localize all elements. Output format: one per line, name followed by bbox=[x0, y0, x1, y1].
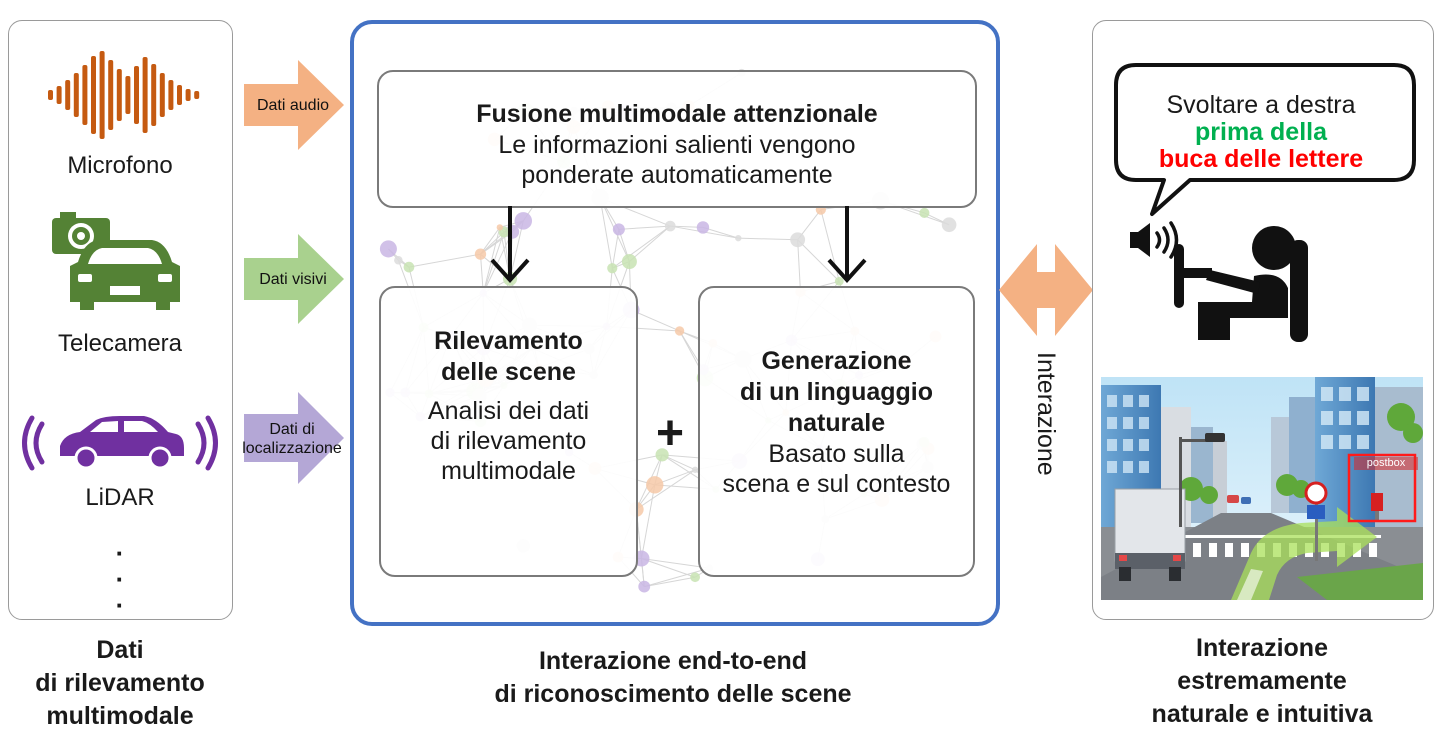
right-caption-line1: Interazione bbox=[1196, 634, 1328, 662]
audio-data-label: Dati audio bbox=[256, 97, 330, 114]
fusion-line2: ponderate automaticamente bbox=[521, 161, 833, 189]
language-line1: Basato sulla bbox=[768, 440, 905, 468]
fusion-title: Fusione multimodale attenzionale bbox=[476, 100, 878, 128]
location-data-label-line1: Dati di bbox=[269, 421, 315, 438]
visual-data-arrow bbox=[244, 234, 344, 324]
speech-text: Svoltare a destra prima della buca delle… bbox=[1120, 92, 1402, 173]
audio-data-arrow bbox=[244, 60, 344, 150]
interaction-double-arrow bbox=[999, 244, 1093, 336]
lidar-car-icon bbox=[22, 415, 218, 471]
speaker-icon bbox=[1130, 221, 1179, 259]
speech-line1: Svoltare a destra bbox=[1166, 91, 1356, 119]
scene-title-line1: Rilevamento bbox=[434, 327, 583, 355]
fusion-box: Fusione multimodale attenzionale Le info… bbox=[377, 70, 977, 208]
language-title-line3: naturale bbox=[787, 409, 886, 437]
camera-car-icon bbox=[52, 212, 180, 310]
center-caption-line2: di riconoscimento delle scene bbox=[494, 680, 852, 708]
language-generation-box: Generazione di un linguaggio naturale Ba… bbox=[698, 286, 975, 577]
left-caption-line1: Dati bbox=[96, 636, 144, 664]
lidar-label: LiDAR bbox=[85, 484, 155, 511]
location-data-label-line2: localizzazione bbox=[242, 440, 342, 457]
speech-line2: prima della bbox=[1195, 118, 1327, 146]
language-title-line2: di un linguaggio bbox=[739, 378, 934, 406]
language-title-line1: Generazione bbox=[761, 347, 912, 375]
fusion-to-language-arrow bbox=[827, 206, 867, 283]
driver-icon bbox=[1174, 226, 1308, 342]
right-caption-line3: naturale e intuitiva bbox=[1151, 700, 1373, 728]
location-data-arrow bbox=[244, 392, 344, 484]
scene-title-line2: delle scene bbox=[441, 358, 576, 386]
left-caption-line2: di rilevamento bbox=[35, 669, 205, 697]
scene-line2: di rilevamento bbox=[430, 427, 587, 455]
fusion-to-scene-arrow bbox=[490, 206, 530, 283]
plus-sign: + bbox=[655, 407, 685, 460]
fusion-line1: Le informazioni salienti vengono bbox=[498, 131, 856, 159]
language-line2: scena e sul contesto bbox=[722, 470, 951, 498]
camera-label: Telecamera bbox=[57, 330, 183, 357]
street-scene-image bbox=[1101, 377, 1423, 600]
right-caption-line2: estremamente bbox=[1177, 667, 1347, 695]
more-sources-dots: · · · bbox=[115, 538, 125, 620]
sound-wave-icon bbox=[48, 51, 200, 139]
location-data-label: Dati di localizzazione bbox=[234, 420, 350, 458]
speech-bubble bbox=[1114, 63, 1416, 216]
interaction-label: Interazione bbox=[1032, 352, 1060, 476]
speech-line3: buca delle lettere bbox=[1158, 145, 1364, 173]
postbox-label: postbox bbox=[1354, 457, 1418, 470]
scene-line3: multimodale bbox=[441, 457, 576, 485]
center-caption: Interazione end-to-end di riconoscimento… bbox=[350, 645, 996, 711]
microphone-label: Microfono bbox=[67, 152, 173, 179]
right-caption: Interazione estremamente naturale e intu… bbox=[1092, 632, 1432, 731]
left-caption: Dati di rilevamento multimodale bbox=[0, 634, 240, 733]
scene-detection-box: Rilevamento delle scene Analisi dei dati… bbox=[379, 286, 638, 577]
scene-line1: Analisi dei dati bbox=[427, 397, 590, 425]
center-caption-line1: Interazione end-to-end bbox=[538, 647, 808, 675]
left-caption-line3: multimodale bbox=[46, 702, 194, 730]
visual-data-label: Dati visivi bbox=[259, 271, 327, 288]
